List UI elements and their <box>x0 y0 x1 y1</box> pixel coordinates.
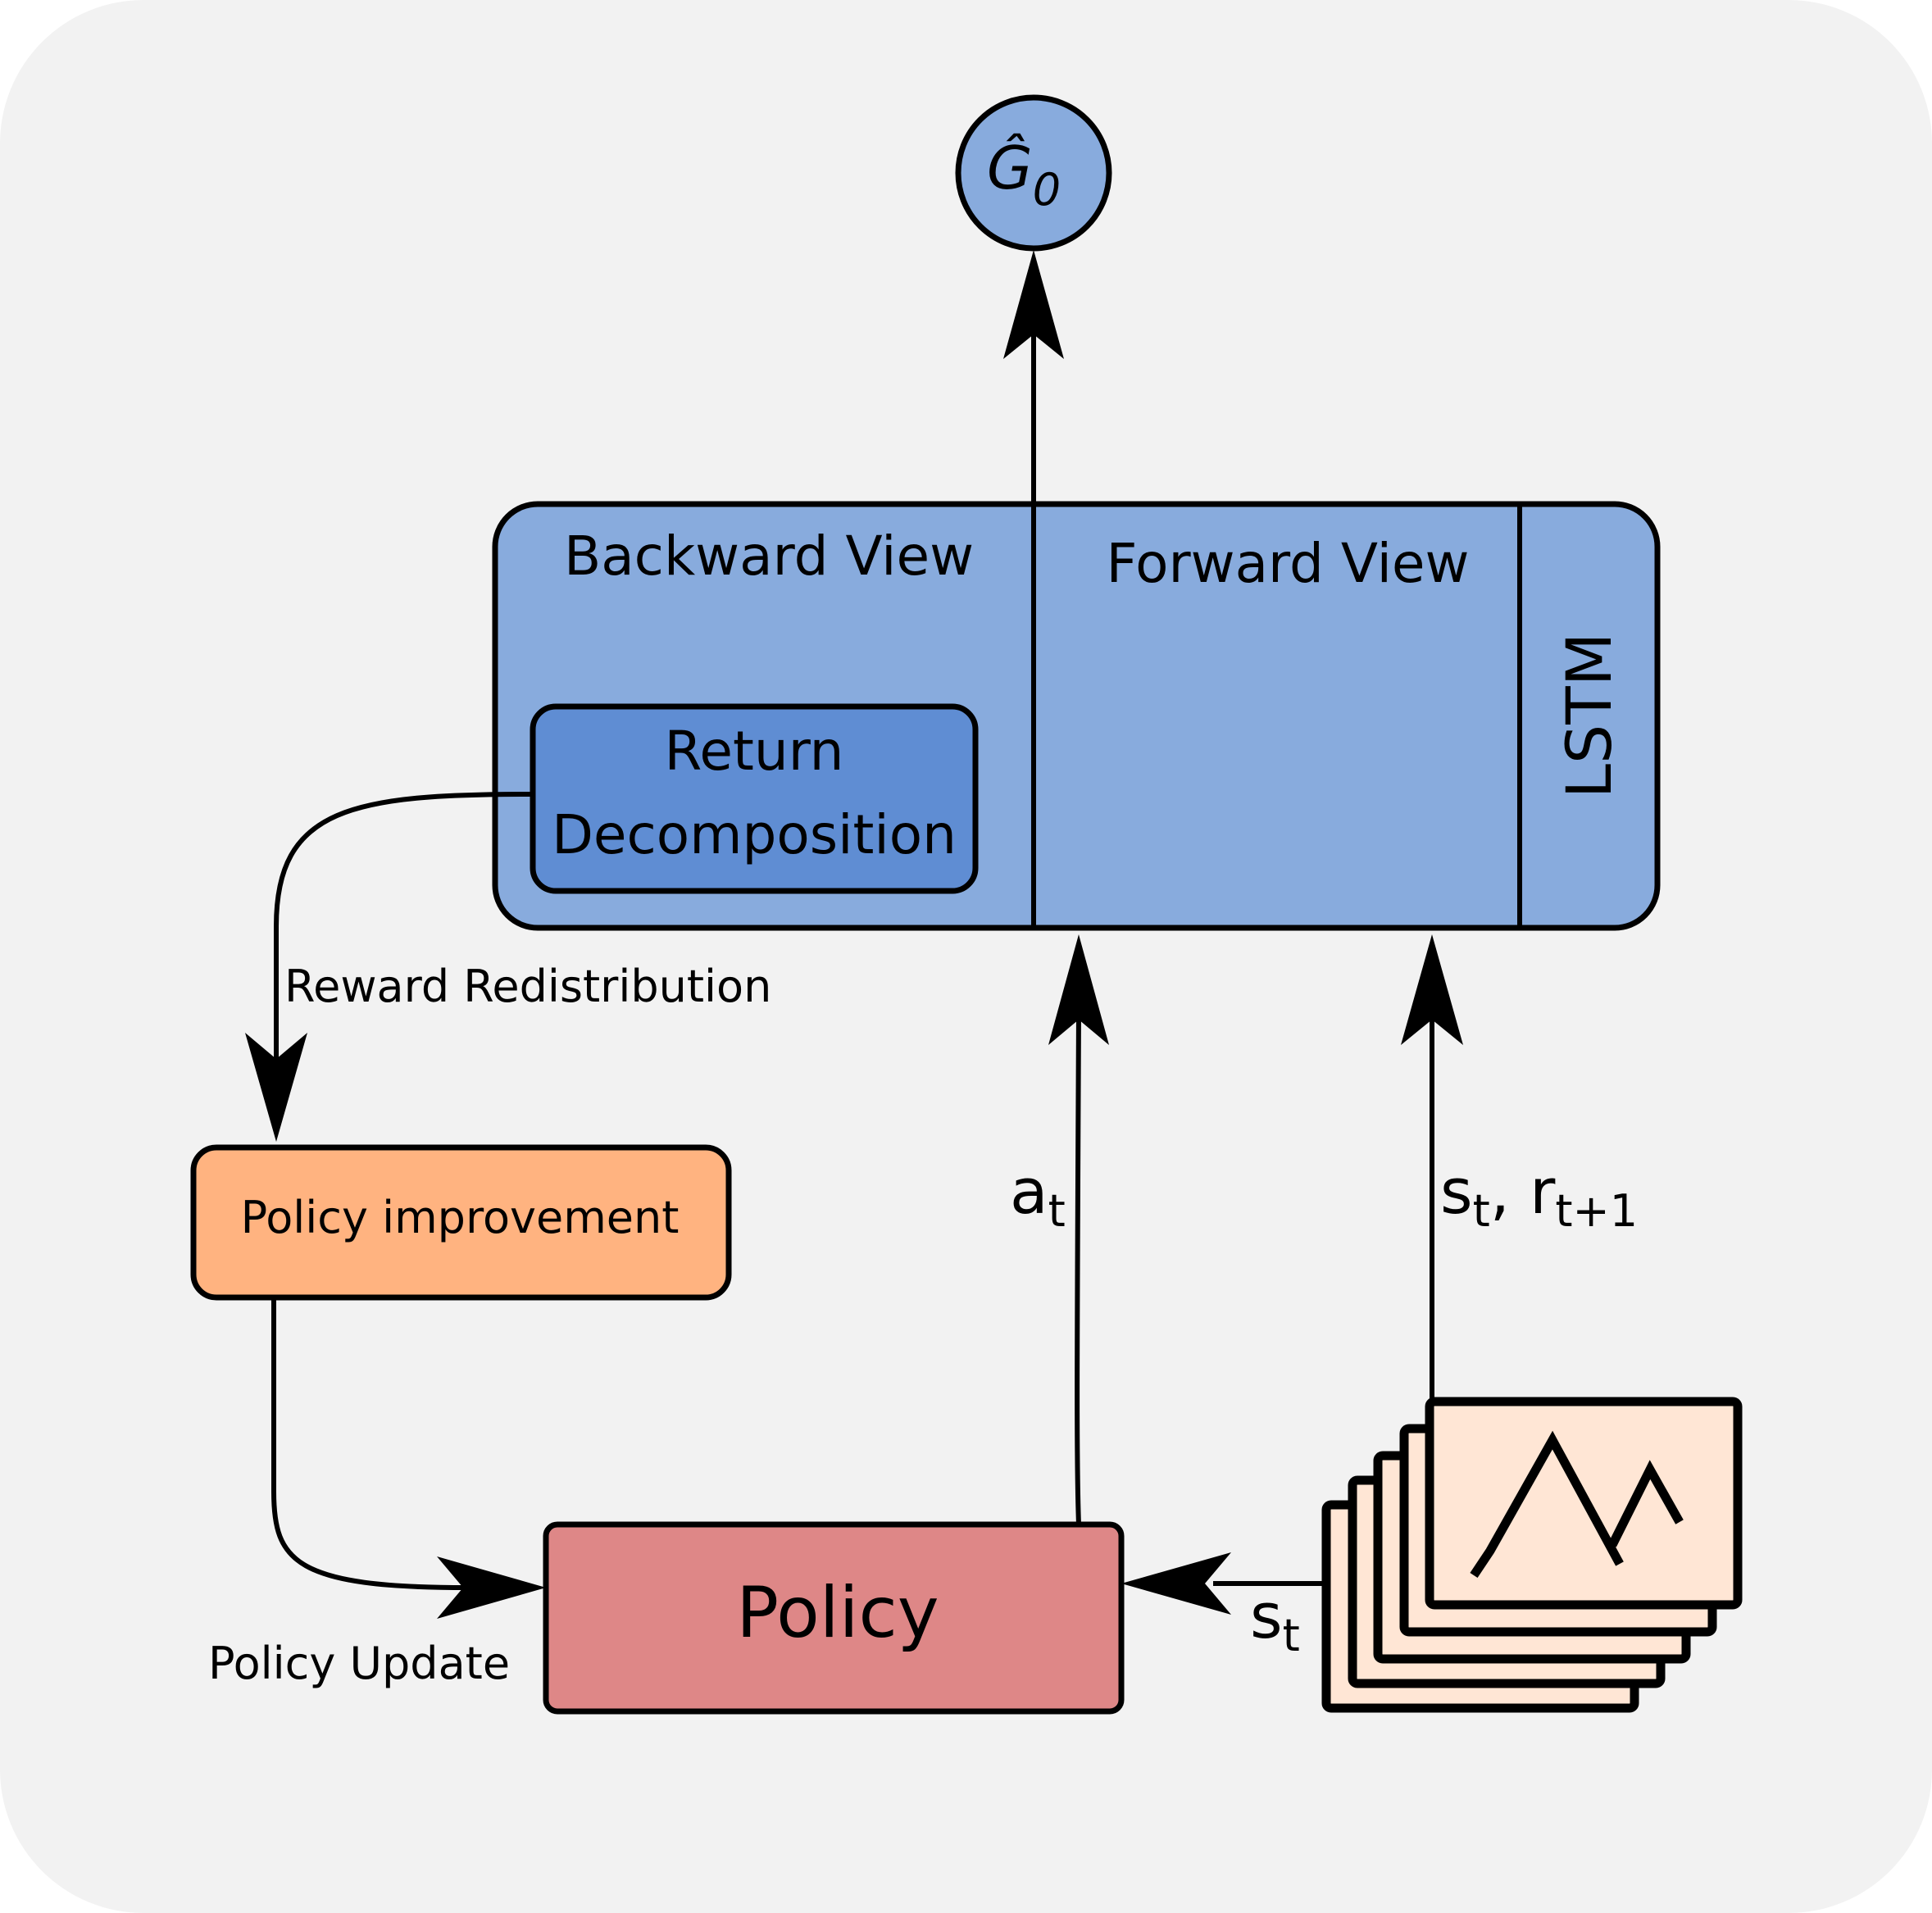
environment-frames <box>1321 1397 1743 1713</box>
policy-label: Policy <box>736 1572 939 1654</box>
state-reward-label: st, rt+1 <box>1440 1155 1638 1237</box>
state-reward-separator: , <box>1490 1155 1530 1228</box>
arrowhead-reward-redistribution <box>245 1033 307 1142</box>
arrowhead-output <box>1003 250 1064 359</box>
arrowhead-state-reward <box>1401 934 1463 1045</box>
forward-view-label: Forward View <box>1106 532 1469 595</box>
reward-redistribution-label: Reward Redistribution <box>284 961 771 1012</box>
output-node <box>955 94 1112 252</box>
action-label: at <box>1010 1155 1066 1237</box>
arrowhead-state <box>1121 1552 1231 1615</box>
mountain-icon <box>1470 1430 1624 1579</box>
output-node-subscript: 0 <box>1033 164 1061 216</box>
state-reward-r-subscript: t+1 <box>1555 1185 1638 1237</box>
edge-reward-redistribution <box>274 792 534 1066</box>
policy-improvement-box <box>190 1144 732 1301</box>
lstm-label: LSTM <box>1552 633 1625 799</box>
edge-policy-update <box>271 1297 468 1590</box>
state-label: st <box>1250 1579 1300 1661</box>
policy-update-label: Policy Update <box>208 1638 510 1689</box>
state-label-subscript: t <box>1283 1610 1300 1661</box>
return-decomposition-label-line1: Return <box>664 720 843 783</box>
return-decomposition-label-line2: Decomposition <box>552 803 957 866</box>
edge-action <box>1075 1011 1081 1525</box>
policy-improvement-label: Policy improvement <box>241 1192 680 1243</box>
arrowhead-action <box>1048 934 1109 1045</box>
backward-view-label: Backward View <box>564 525 974 588</box>
policy-box <box>543 1521 1125 1715</box>
action-label-subscript: t <box>1048 1185 1066 1237</box>
return-decomposition-box <box>530 703 979 894</box>
state-reward-s-subscript: t <box>1473 1185 1490 1237</box>
mountain-icon-small-peak <box>1608 1460 1684 1547</box>
output-node-label: Ĝ0 <box>987 134 1061 216</box>
arrowhead-policy-update <box>437 1556 546 1619</box>
